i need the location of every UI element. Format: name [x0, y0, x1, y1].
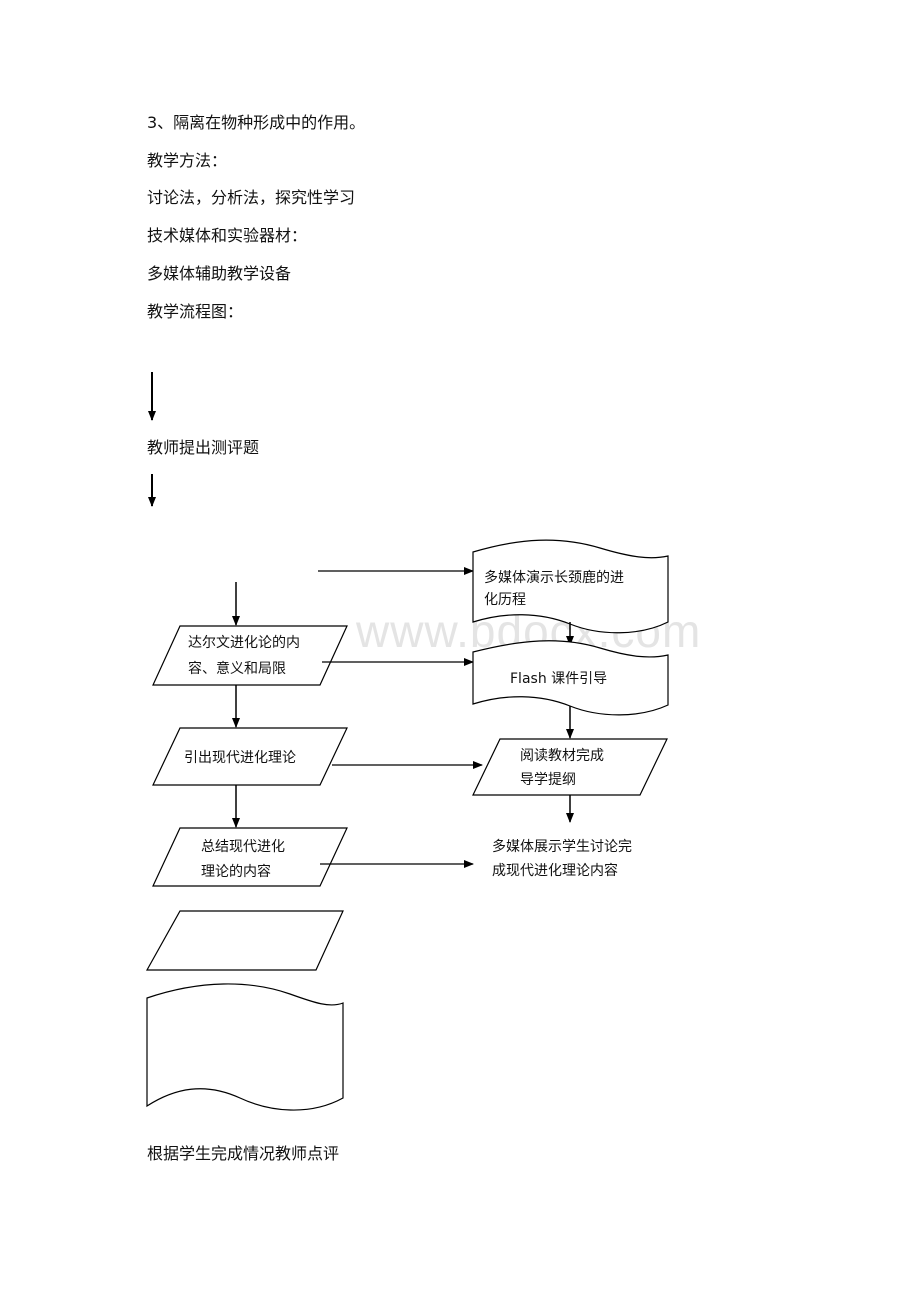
text-line-2: 教学方法：	[147, 151, 228, 170]
introduce-box	[152, 727, 348, 786]
footer-line: 根据学生完成情况教师点评	[147, 1144, 340, 1163]
summary-box	[152, 827, 348, 887]
giraffe-text-1: 多媒体演示长颈鹿的进	[484, 569, 624, 586]
summary-text-1: 总结现代进化	[201, 839, 285, 855]
flash-box	[472, 640, 669, 716]
text-line-1: 3、隔离在物种形成中的作用。	[147, 113, 366, 132]
darwin-text-2: 容、意义和局限	[188, 660, 286, 677]
flash-text: Flash 课件引导	[510, 671, 607, 687]
display-text-1: 多媒体展示学生讨论完	[492, 838, 632, 855]
reading-box	[472, 738, 668, 796]
text-line-6: 教学流程图：	[147, 302, 244, 321]
reading-text-1: 阅读教材完成	[520, 747, 604, 764]
darwin-box	[152, 625, 348, 686]
reading-text-2: 导学提纲	[520, 772, 576, 788]
text-line-5: 多媒体辅助教学设备	[147, 264, 292, 283]
giraffe-box	[472, 539, 669, 634]
text-line-4: 技术媒体和实验器材：	[147, 226, 308, 245]
darwin-text-1: 达尔文进化论的内	[188, 635, 300, 651]
teacher-question: 教师提出测评题	[147, 438, 260, 457]
introduce-text: 引出现代进化理论	[184, 750, 296, 766]
empty-parallelogram	[145, 910, 344, 971]
empty-document-shape	[146, 983, 344, 1111]
display-text-2: 成现代进化理论内容	[492, 862, 618, 879]
summary-text-2: 理论的内容	[201, 863, 271, 880]
text-line-3: 讨论法，分析法，探究性学习	[147, 188, 356, 207]
giraffe-text-2: 化历程	[484, 592, 526, 608]
